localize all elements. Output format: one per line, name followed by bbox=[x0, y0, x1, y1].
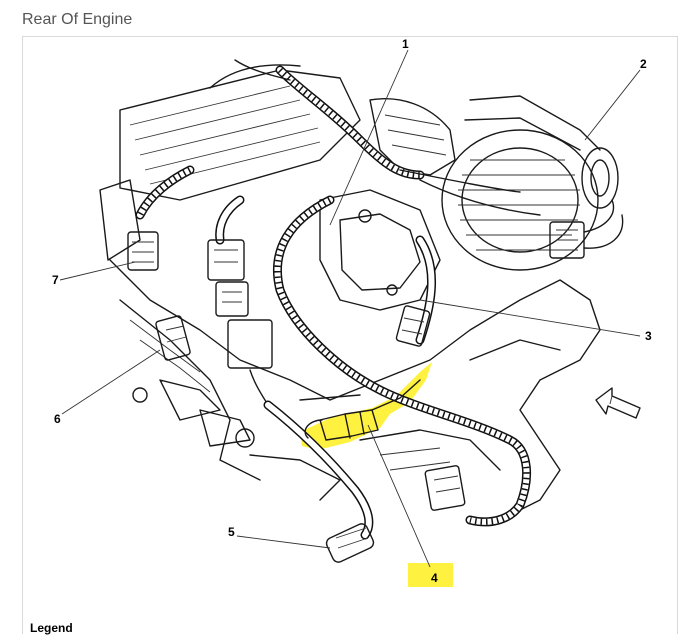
sensor-5 bbox=[263, 400, 375, 563]
legend-label: Legend bbox=[30, 621, 73, 635]
connector-3 bbox=[395, 305, 431, 347]
callout-3: 3 bbox=[645, 329, 652, 343]
engine-block bbox=[109, 259, 601, 521]
lower-right-connector bbox=[424, 465, 466, 511]
direction-arrow-icon bbox=[595, 387, 641, 419]
connector-7 bbox=[127, 231, 159, 271]
highlight-bracket bbox=[300, 362, 432, 450]
valve-cover bbox=[99, 64, 361, 261]
callout-2: 2 bbox=[640, 57, 647, 71]
callout-6: 6 bbox=[54, 412, 61, 426]
highlight-callout-4 bbox=[408, 563, 453, 587]
page-title: Rear Of Engine bbox=[22, 11, 133, 28]
leader-lines bbox=[59, 49, 641, 568]
callout-7: 7 bbox=[52, 273, 59, 287]
alternator bbox=[441, 95, 624, 271]
connector-6 bbox=[155, 315, 191, 361]
diagram-frame bbox=[22, 36, 678, 634]
callout-1: 1 bbox=[402, 37, 409, 51]
center-connectors bbox=[207, 239, 273, 406]
wiring-harness bbox=[135, 59, 541, 527]
callout-5: 5 bbox=[228, 525, 235, 539]
callout-4: 4 bbox=[431, 571, 438, 585]
bracket-4 bbox=[304, 379, 421, 441]
